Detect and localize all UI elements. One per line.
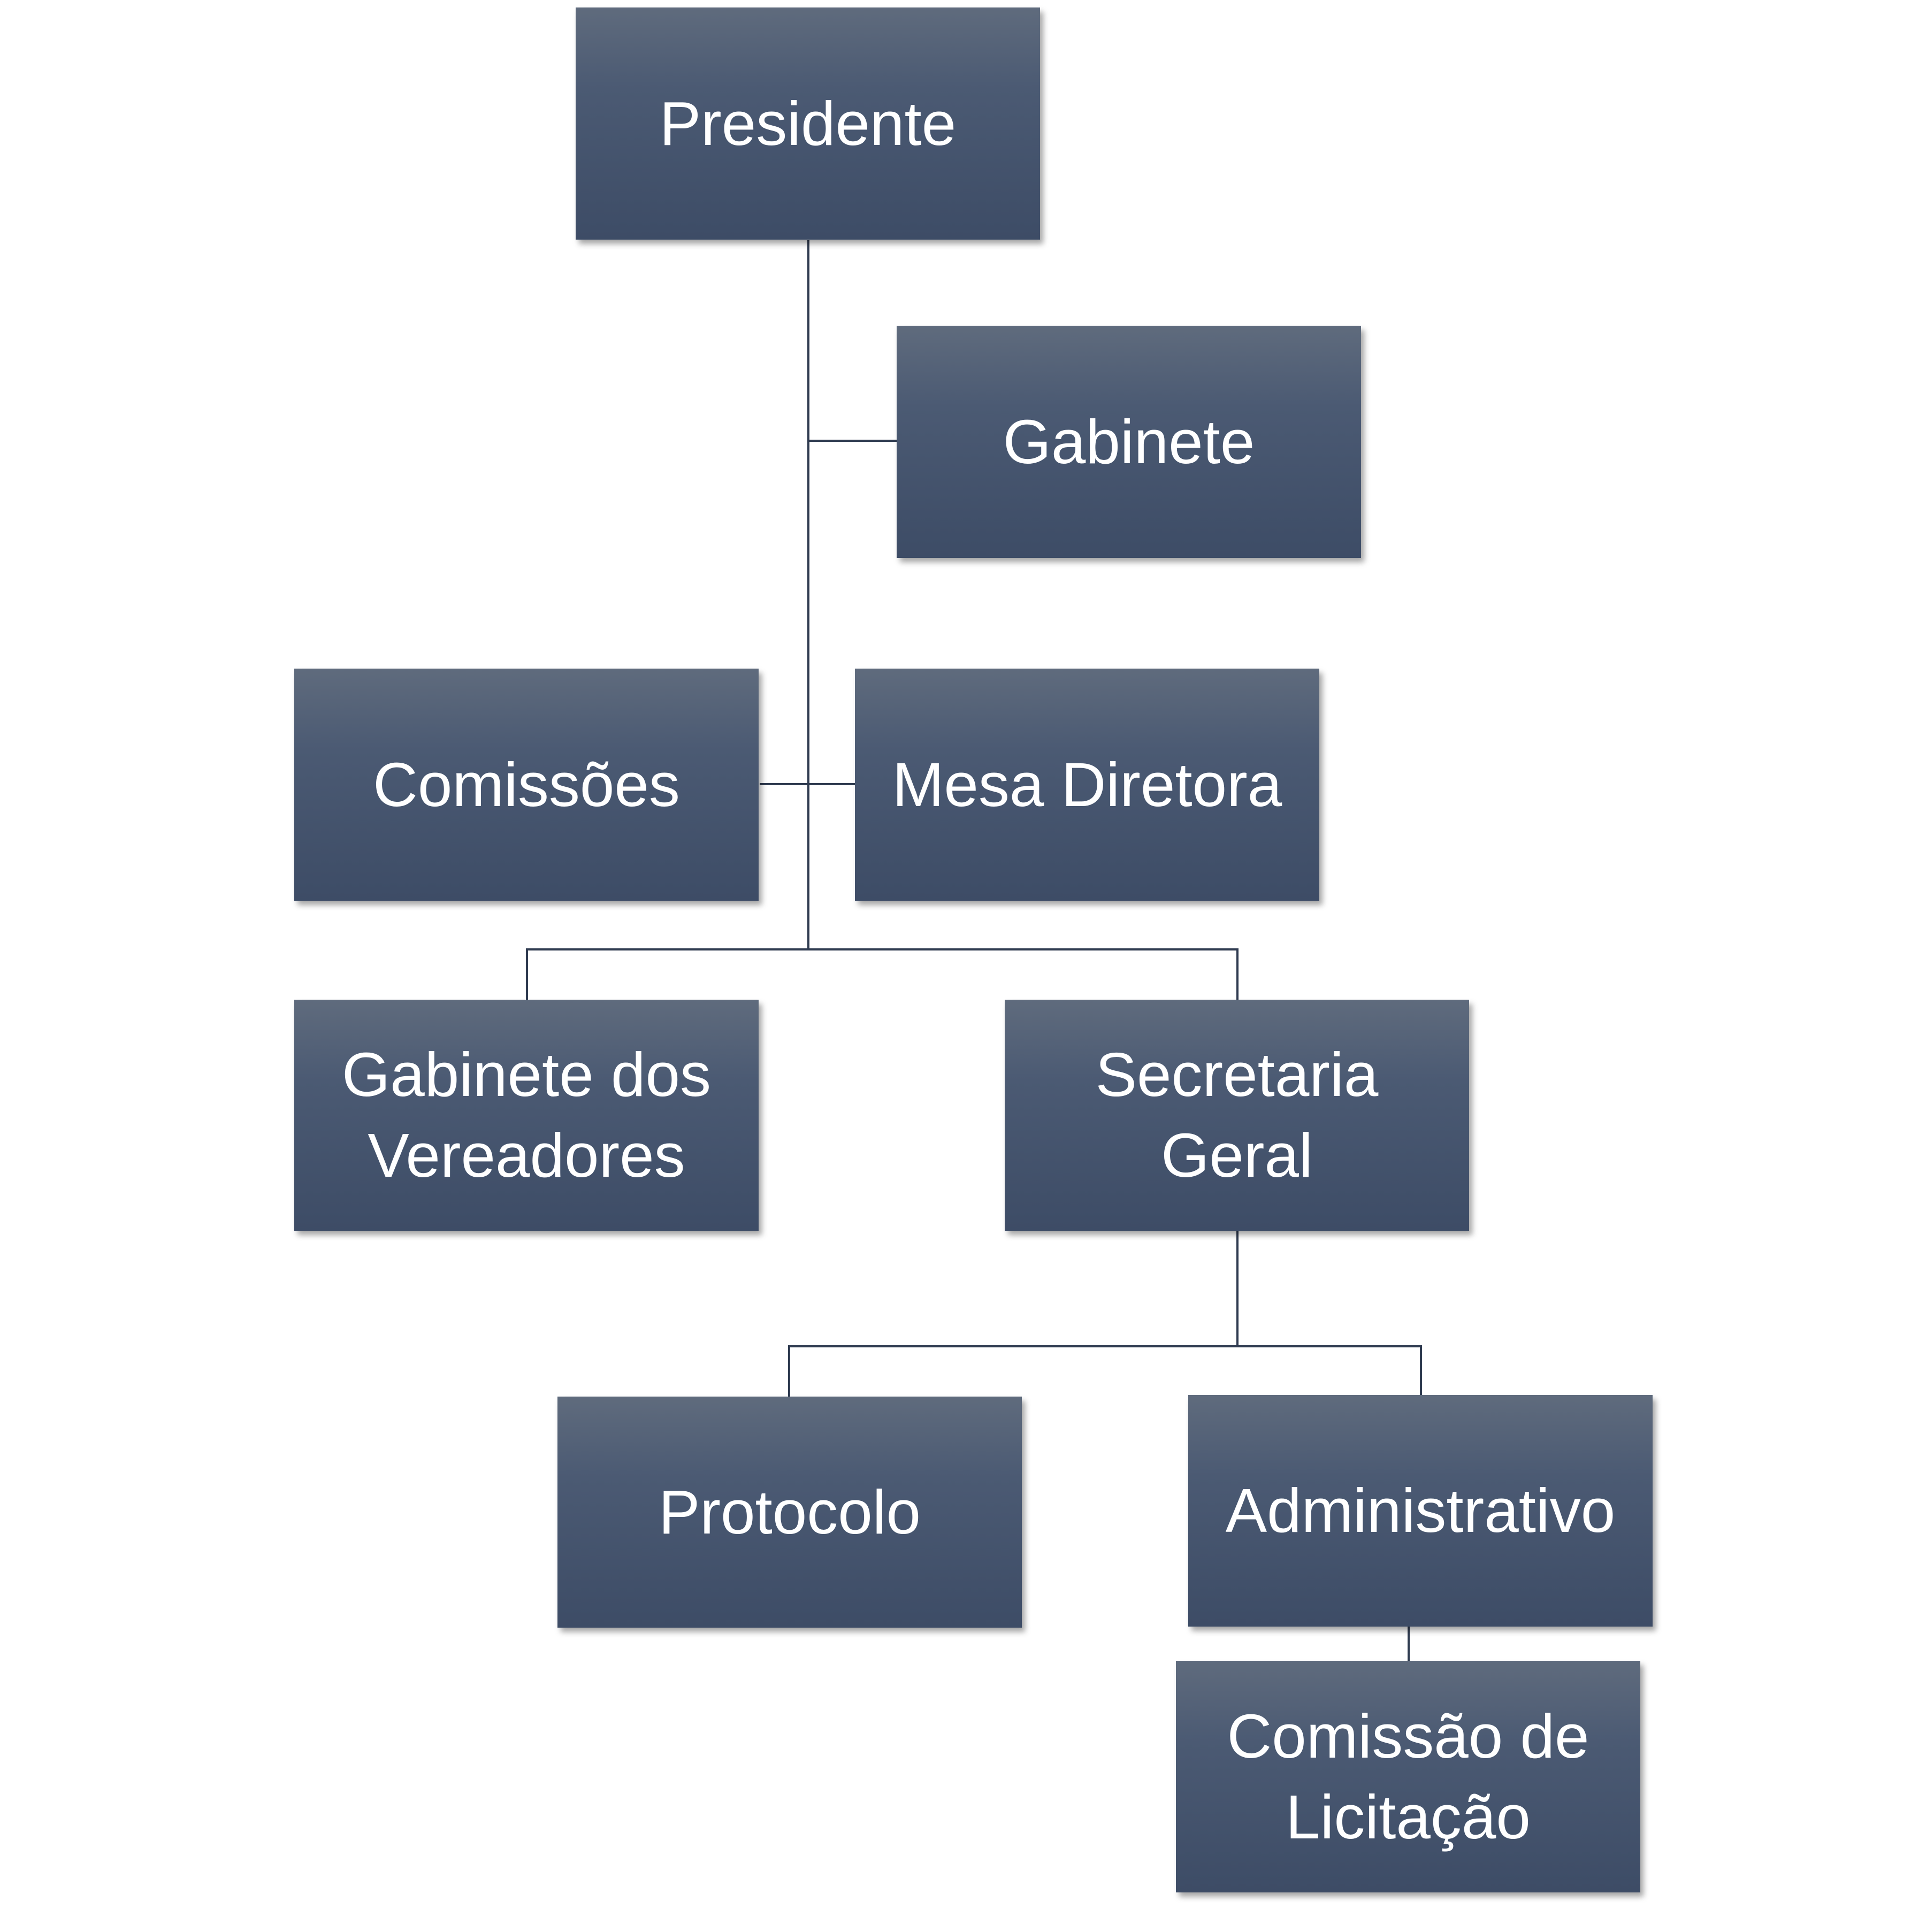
connector <box>526 948 1239 1000</box>
node-protocolo: Protocolo <box>557 1397 1022 1628</box>
node-label: Gabinete dos Vereadores <box>341 1040 712 1190</box>
node-presidente: Presidente <box>576 7 1040 240</box>
node-gabinete: Gabinete <box>897 326 1361 558</box>
node-gabinete-vereadores: Gabinete dos Vereadores <box>294 1000 759 1231</box>
node-label: Administrativo <box>1225 1476 1616 1546</box>
node-label: Comissão de Licitação <box>1227 1701 1589 1852</box>
node-label: Presidente <box>659 88 957 158</box>
node-label: Secretaria Geral <box>1095 1040 1379 1190</box>
node-secretaria-geral: Secretaria Geral <box>1005 1000 1469 1231</box>
node-comissao-licitacao: Comissão de Licitação <box>1176 1661 1640 1892</box>
node-label: Comissões <box>373 749 680 819</box>
node-mesa-diretora: Mesa Diretora <box>855 669 1319 901</box>
connector <box>788 1345 1422 1397</box>
node-administrativo: Administrativo <box>1188 1395 1653 1627</box>
node-label: Gabinete <box>1003 407 1255 477</box>
node-label: Mesa Diretora <box>892 749 1282 819</box>
node-label: Protocolo <box>658 1477 921 1547</box>
node-comissoes: Comissões <box>294 669 759 901</box>
